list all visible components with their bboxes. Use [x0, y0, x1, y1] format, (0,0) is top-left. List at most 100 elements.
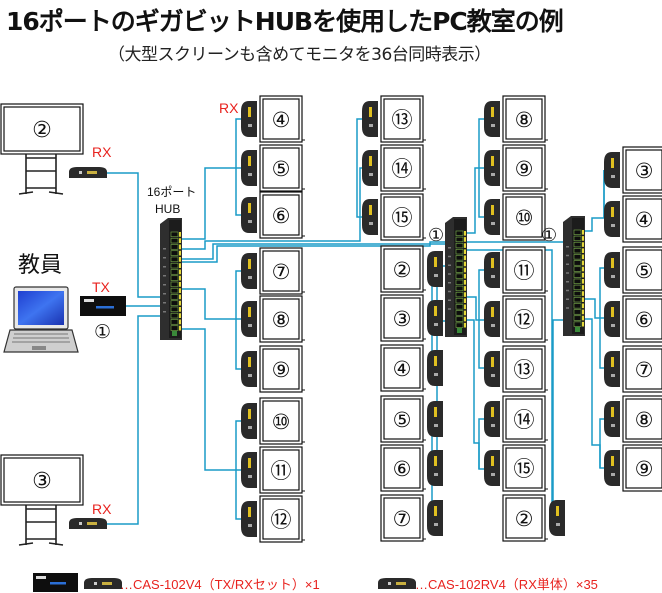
cable: [235, 118, 241, 216]
monitor-number: ②: [393, 258, 412, 282]
led: [611, 374, 615, 377]
switch-vent: [163, 302, 166, 304]
led: [611, 275, 615, 278]
switch-port: [170, 325, 179, 331]
switch-port: [170, 231, 179, 238]
monitor-number: ②: [515, 507, 534, 531]
monitor-col-c: ⑪: [484, 246, 548, 294]
monitor-col-d: ③: [604, 146, 662, 194]
monitor-col-a: ⑨: [241, 345, 305, 393]
monitor-number: ⑪: [271, 459, 292, 483]
cable-uplink: [182, 243, 446, 260]
led: [491, 222, 495, 225]
port-led: [464, 322, 466, 328]
monitor-screen: [262, 400, 300, 442]
port-led: [179, 263, 181, 268]
led: [434, 323, 438, 326]
rx-body: [484, 101, 500, 137]
hdmi-port: [369, 205, 372, 215]
rx-receiver-icon: [604, 401, 620, 437]
monitor-number: ⑤: [272, 157, 291, 181]
monitor-col-c: ⑩: [484, 193, 548, 241]
monitor-col-c: ⑮: [484, 444, 548, 492]
hdmi-port: [434, 506, 437, 516]
monitor-number: ⑫: [514, 308, 535, 332]
switch-port: [170, 237, 179, 244]
legend-rx-icon: [378, 578, 416, 589]
rx-receiver-icon: [241, 197, 257, 233]
rx-body: [427, 251, 443, 287]
screen-number: ③: [32, 469, 52, 494]
switch-vent: [163, 275, 166, 277]
hdmi-port: [248, 107, 251, 117]
rx-body: [604, 201, 620, 237]
switch-port: [573, 272, 582, 278]
monitor-screen: [262, 449, 300, 491]
hdmi-port: [248, 507, 251, 517]
legend-text-set: …CAS-102V4（TX/RXセット）×1: [120, 577, 320, 592]
led: [434, 473, 438, 476]
port-led: [582, 236, 584, 241]
switch-vent: [566, 289, 569, 292]
screen-panel: [3, 457, 81, 503]
monitor-screen: [262, 194, 300, 236]
switch-port: [573, 309, 582, 315]
led: [79, 171, 82, 174]
led: [611, 324, 615, 327]
monitor-number: ⑥: [393, 457, 412, 481]
switch-port: [170, 256, 179, 263]
monitor-number: ⑩: [272, 410, 291, 434]
rx-body: [604, 301, 620, 337]
port-led: [179, 325, 181, 331]
rx-receiver-icon: [241, 452, 257, 488]
monitor-col-d: ⑨: [604, 444, 662, 492]
rx-body: [484, 252, 500, 288]
cable: [467, 296, 484, 321]
rx-body: [241, 403, 257, 439]
switch-port: [455, 322, 464, 328]
switch-vent: [163, 257, 166, 259]
monitor-number: ⑥: [635, 308, 654, 332]
monitor-number: ⑦: [393, 507, 412, 531]
port-led: [179, 313, 181, 318]
stand-foot: [48, 542, 64, 546]
rx-receiver-icon: [484, 101, 500, 137]
switch-port: [573, 321, 582, 327]
monitor-screen: [262, 348, 300, 390]
rx-body: [427, 450, 443, 486]
monitor-number: ④: [393, 357, 412, 381]
monitor-col-a: ⑩: [241, 397, 305, 445]
cable-screen2: [107, 172, 161, 298]
laptop-base: [3, 329, 79, 353]
rx-receiver-icon: [241, 150, 257, 186]
monitor-number: ⑤: [393, 408, 412, 432]
cable-screen3: [107, 315, 161, 525]
switch-vent: [448, 299, 451, 301]
rx-body: [362, 150, 378, 186]
rx-receiver-icon: [549, 500, 565, 536]
monitor-screen: [625, 249, 662, 291]
cable: [585, 170, 605, 232]
switch-vent: [566, 246, 569, 248]
led: [611, 424, 615, 427]
hdmi-port: [491, 205, 494, 215]
switch-port: [573, 284, 582, 291]
power-led: [575, 327, 580, 332]
rx-body: [484, 150, 500, 186]
port-led: [582, 279, 584, 284]
stand-foot: [18, 542, 34, 546]
monitor-number: ⑩: [515, 206, 534, 230]
port-led: [179, 307, 181, 312]
rx-receiver-icon: [484, 301, 500, 337]
rx-body: [484, 401, 500, 437]
port-led: [464, 292, 466, 297]
rx-body: [241, 501, 257, 537]
rx-receiver-icon: [241, 403, 257, 439]
switch-port: [170, 275, 179, 281]
switch-port: [573, 260, 582, 266]
monitor-col-b-bottom: ③: [380, 294, 443, 342]
cable: [478, 118, 484, 218]
monitor-number: ⑧: [515, 108, 534, 132]
hdmi-port: [611, 258, 614, 268]
